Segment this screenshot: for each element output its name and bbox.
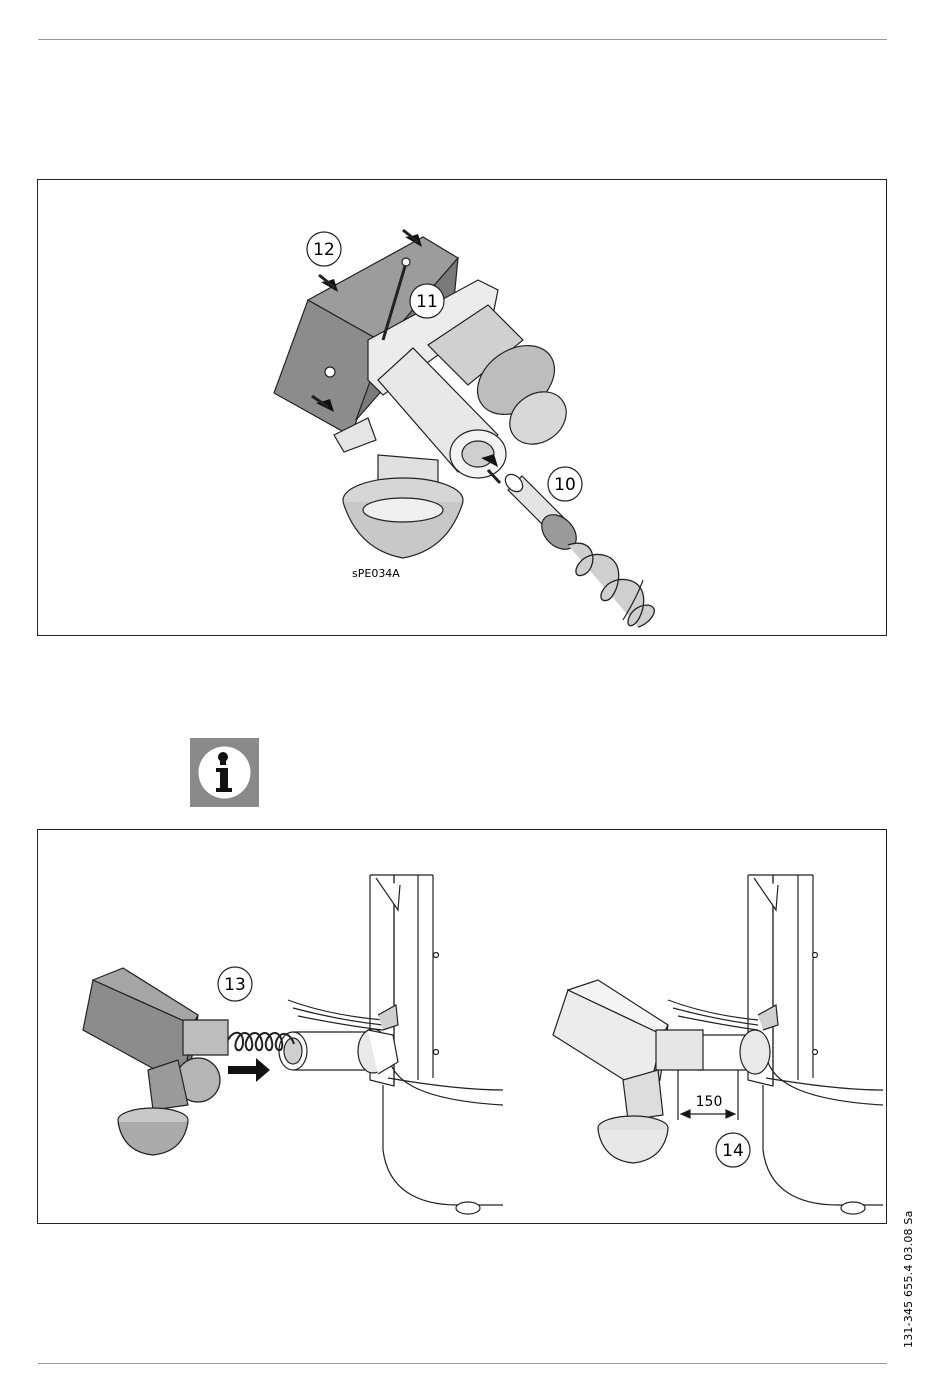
boiler-left-base [383, 1050, 503, 1205]
callout-14: 14 [722, 1141, 744, 1161]
callout-11: 11 [416, 292, 438, 312]
gear-left [183, 1020, 228, 1055]
push-arrow-icon [228, 1058, 270, 1082]
figure-1-illustration: 12 11 10 sPE034A [38, 180, 888, 637]
figure-1-frame: 12 11 10 sPE034A [37, 179, 887, 636]
header-rule [38, 39, 887, 40]
figure-2-illustration: 13 14 150 [38, 830, 888, 1225]
callout-13: 13 [224, 975, 246, 995]
boiler-right-base [763, 1050, 883, 1205]
dimension-label: 150 [696, 1094, 723, 1110]
footer-rule [38, 1363, 887, 1364]
info-icon [190, 738, 259, 807]
screw-left [325, 367, 335, 377]
gear-right [656, 1030, 703, 1070]
callout-12: 12 [313, 240, 335, 260]
callout-10: 10 [554, 475, 576, 495]
pipe-clamp-right [740, 1030, 770, 1074]
document-code: 131-345 655.4 03.08 Sa [902, 1210, 915, 1348]
figure-2-frame: 13 14 150 [37, 829, 887, 1224]
figure-code: sPE034A [352, 567, 400, 580]
